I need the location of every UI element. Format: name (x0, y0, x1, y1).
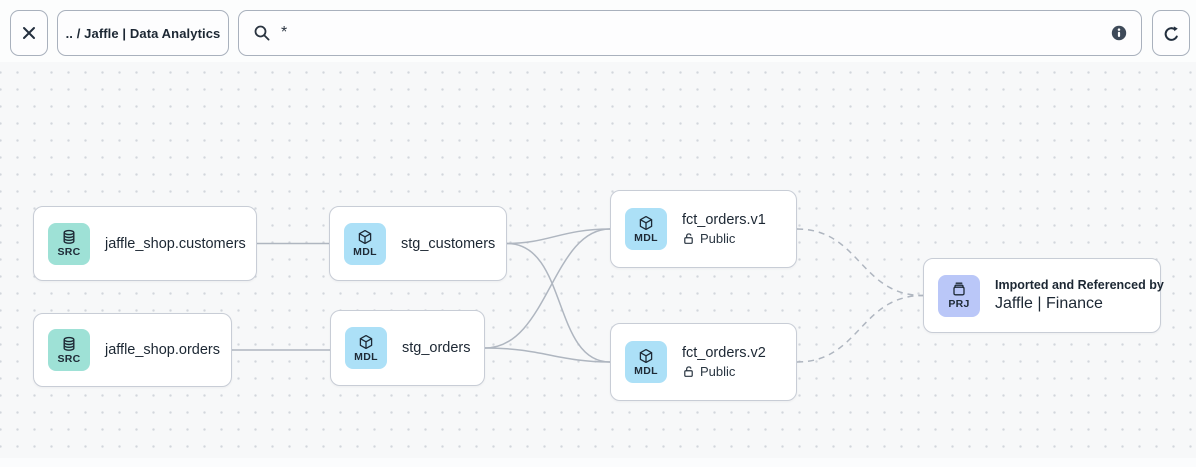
badge-label: MDL (634, 364, 658, 377)
badge-label: MDL (353, 246, 377, 258)
unlock-icon (682, 232, 695, 245)
search-box (238, 10, 1142, 56)
source-badge: SRC (48, 222, 90, 265)
model-badge: MDL (345, 327, 387, 369)
node-label: stg_orders (402, 340, 471, 356)
project-eyebrow: Imported and Referenced by (995, 278, 1164, 292)
node-fct-orders-v2[interactable]: MDL fct_orders.v2 Public (610, 323, 797, 401)
access-label: Public (700, 231, 736, 246)
badge-label: SRC (57, 352, 81, 365)
lineage-edges (232, 228, 924, 363)
info-icon[interactable] (1111, 25, 1127, 41)
search-icon (253, 24, 271, 42)
x-icon (21, 25, 37, 41)
badge-label: SRC (57, 246, 81, 258)
badge-label: MDL (634, 231, 658, 244)
database-icon (61, 336, 77, 352)
breadcrumb-button[interactable]: .. / Jaffle | Data Analytics (57, 10, 229, 56)
lineage-canvas[interactable]: SRC jaffle_shop.customers SRC jaffle_sho… (0, 62, 1196, 467)
node-stg-orders[interactable]: MDL stg_orders (330, 310, 485, 386)
search-input[interactable] (281, 11, 1093, 55)
unlock-icon (682, 365, 695, 378)
source-badge: SRC (48, 329, 90, 371)
node-label: fct_orders.v2 (682, 345, 766, 361)
node-label: fct_orders.v1 (682, 212, 766, 228)
badge-label: PRJ (948, 298, 970, 310)
cube-icon (638, 348, 654, 364)
edge-stgcustomers-v1 (506, 228, 611, 245)
model-badge: MDL (344, 222, 386, 265)
access-label: Public (700, 364, 736, 379)
node-label: jaffle_shop.customers (105, 235, 246, 252)
node-stg-customers[interactable]: MDL stg_customers (329, 206, 507, 281)
cube-icon (638, 215, 654, 231)
breadcrumb: .. / Jaffle | Data Analytics (65, 25, 221, 41)
refresh-icon (1163, 25, 1180, 42)
node-label: Jaffle | Finance (995, 295, 1103, 312)
canvas-bottom-fade (0, 458, 1196, 467)
database-icon (61, 229, 77, 245)
badge-label: MDL (354, 350, 378, 363)
model-badge: MDL (625, 341, 667, 383)
edge-stgorders-v2 (484, 347, 611, 363)
access-row: Public (682, 231, 766, 246)
project-badge: PRJ (938, 274, 980, 317)
archive-icon (951, 281, 967, 297)
node-jaffle-shop-orders[interactable]: SRC jaffle_shop.orders (33, 313, 232, 387)
model-badge: MDL (625, 208, 667, 250)
close-button[interactable] (10, 10, 48, 56)
node-jaffle-shop-customers[interactable]: SRC jaffle_shop.customers (33, 206, 257, 281)
refresh-button[interactable] (1152, 10, 1190, 56)
node-label: stg_customers (401, 235, 496, 252)
node-label: jaffle_shop.orders (105, 342, 221, 358)
edge-stgorders-v1 (484, 228, 611, 349)
access-row: Public (682, 364, 766, 379)
toolbar: .. / Jaffle | Data Analytics (0, 0, 1196, 62)
node-fct-orders-v1[interactable]: MDL fct_orders.v1 Public (610, 190, 797, 268)
edge-v1-project (796, 228, 924, 297)
cube-icon (358, 334, 374, 350)
node-project-jaffle-finance[interactable]: PRJ Imported and Referenced by Jaffle | … (923, 258, 1164, 333)
edge-stgcustomers-v2 (506, 242, 611, 363)
cube-icon (357, 229, 373, 245)
edge-v2-project (796, 294, 924, 363)
